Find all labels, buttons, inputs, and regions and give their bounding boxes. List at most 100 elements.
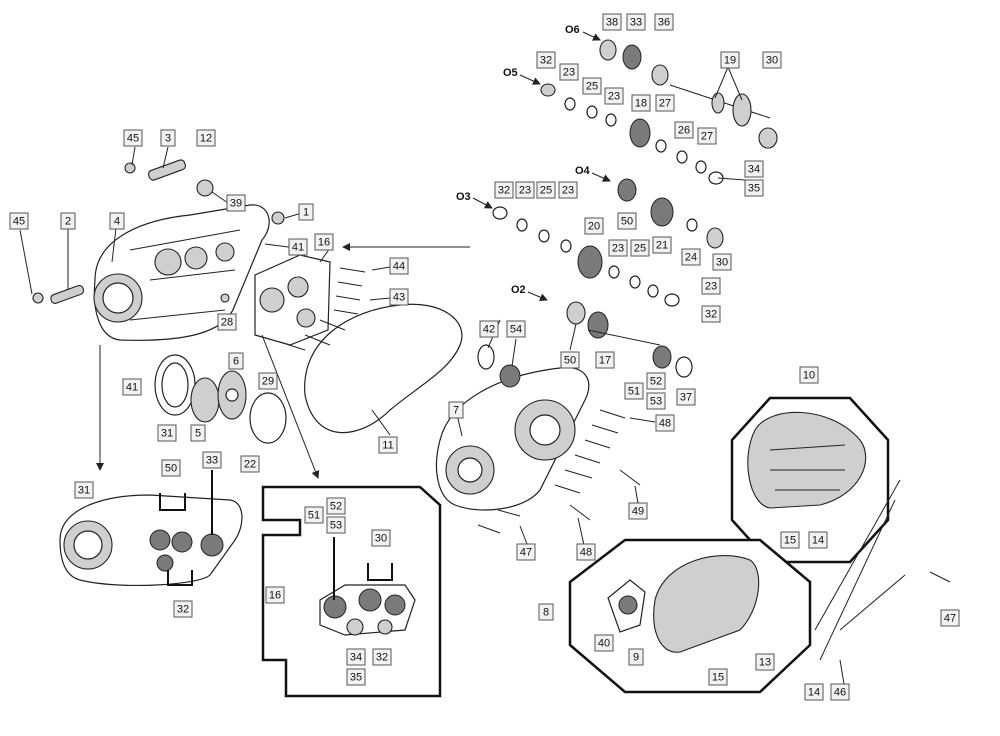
part-callout-45: 45 [9,212,29,230]
part-number: 33 [630,17,642,29]
part-number: 32 [540,55,552,67]
seal-ring-31 [154,354,196,416]
part-callout-2: 2 [60,212,76,230]
part-number: 25 [586,81,598,93]
part-number: 48 [580,547,592,559]
part-callout-39: 39 [226,194,246,212]
part-number: 1 [303,207,309,219]
part-number: 32 [376,652,388,664]
part-callout-27: 27 [655,94,675,112]
outer-cover-10 [747,411,867,509]
part-callout-23: 23 [604,87,624,105]
part-callout-27: 27 [697,127,717,145]
part-number: 23 [705,281,717,293]
svg-text:O6: O6 [565,24,580,36]
part-callout-11: 11 [378,436,398,454]
part-callout-23: 23 [559,63,579,81]
part-number: 32 [498,185,510,197]
part-number: 27 [701,131,713,143]
part-callout-19: 19 [720,51,740,69]
part-callout-35: 35 [744,179,764,197]
part-callout-33: 33 [202,451,222,469]
part-callout-41: 41 [122,378,142,396]
part-callout-23: 23 [701,277,721,295]
part-callout-53: 53 [326,516,346,534]
part-number: 32 [705,309,717,321]
part-callout-10: 10 [799,366,819,384]
part-number: 48 [659,418,671,430]
part-number: 31 [161,428,173,440]
crankcase-cover-4 [93,204,270,341]
part-callout-32: 32 [494,181,514,199]
bolt-set-48 [477,409,641,534]
part-callout-35: 35 [346,668,366,686]
part-number: 41 [292,242,304,254]
part-callout-1: 1 [298,203,314,221]
part-callout-47: 47 [516,543,536,561]
part-callout-4: 4 [109,212,125,230]
part-number: 52 [330,501,342,513]
part-callout-37: 37 [676,388,696,406]
part-number: 25 [540,185,552,197]
part-callout-25: 25 [582,77,602,95]
part-number: 27 [659,98,671,110]
part-callout-28: 28 [217,313,237,331]
part-number: 31 [78,485,90,497]
part-number: 14 [812,535,824,547]
part-number: 54 [510,324,522,336]
part-number: 35 [350,672,362,684]
part-callout-32: 32 [372,648,392,666]
part-number: 21 [656,240,668,252]
part-callout-23: 23 [608,239,628,257]
brackets [159,470,393,600]
part-number: 51 [628,386,640,398]
part-callout-24: 24 [681,248,701,266]
part-number: 8 [543,607,549,619]
part-number: 30 [716,257,728,269]
part-callout-32: 32 [701,305,721,323]
part-callout-48: 48 [576,543,596,561]
orientation-label-o2: O2 [511,284,526,296]
part-callout-20: 20 [584,217,604,235]
part-number: 50 [165,463,177,475]
part-callout-50: 50 [161,459,181,477]
bolt-set-43 [279,267,366,351]
part-callout-52: 52 [646,372,666,390]
part-number: 15 [712,672,724,684]
part-callout-17: 17 [595,351,615,369]
part-callout-32: 32 [173,600,193,618]
part-callout-31: 31 [157,424,177,442]
part-callout-51: 51 [624,382,644,400]
part-number: 10 [803,370,815,382]
part-callout-29: 29 [258,372,278,390]
part-number: 47 [944,613,956,625]
washers [516,97,707,298]
orient-arrow-o3 [472,197,493,209]
part-callout-6: 6 [228,352,244,370]
part-callout-14: 14 [808,531,828,549]
plate-6 [217,370,247,420]
part-number: 17 [599,355,611,367]
part-number: 5 [195,428,201,440]
part-number: 37 [680,392,692,404]
part-callout-49: 49 [628,502,648,520]
part-number: 12 [200,133,212,145]
part-number: 53 [330,520,342,532]
part-callout-41: 41 [288,238,308,256]
part-callout-45: 45 [123,129,143,147]
orientation-label-o6: O6 [565,24,580,36]
assembly-arrow-down-mid [261,334,320,479]
part-number: 23 [562,185,574,197]
part-number: 34 [748,164,760,176]
part-number: 50 [621,216,633,228]
part-number: 11 [382,440,393,452]
part-number: 23 [612,243,624,255]
part-number: 41 [126,382,138,394]
part-callout-50: 50 [560,351,580,369]
part-number: 33 [206,455,218,467]
part-number: 32 [177,604,189,616]
part-number: 20 [588,221,600,233]
part-number: 45 [13,216,25,228]
part-number: 19 [724,55,736,67]
part-callout-16: 16 [265,586,285,604]
